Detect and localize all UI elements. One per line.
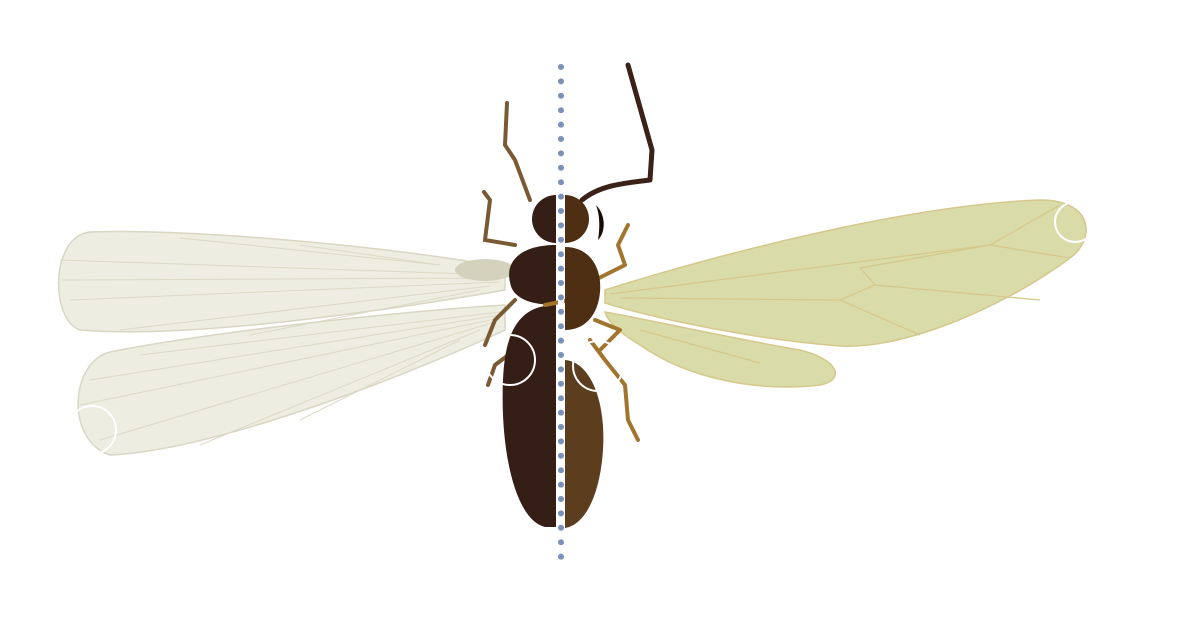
termite-wing-scale bbox=[455, 259, 515, 281]
termite-wing-veins bbox=[59, 237, 501, 446]
termite-lower-wing bbox=[77, 304, 506, 456]
ant-antenna bbox=[579, 62, 655, 203]
termite-head bbox=[532, 195, 556, 243]
ant-upper-wing bbox=[604, 199, 1087, 347]
ant-thorax bbox=[565, 247, 601, 330]
termite-wings bbox=[57, 230, 515, 456]
termite-abdomen bbox=[502, 305, 556, 527]
ant-head bbox=[565, 195, 589, 243]
termite-thorax bbox=[509, 245, 556, 305]
ant-body bbox=[565, 195, 604, 528]
ant-abdomen bbox=[565, 360, 604, 528]
highlight-circles bbox=[67, 201, 1096, 455]
ant-wing-veins bbox=[609, 204, 1071, 364]
ant-eye bbox=[596, 205, 604, 240]
ant-lower-wing bbox=[603, 311, 837, 388]
termite-body bbox=[502, 195, 556, 527]
ant-wings bbox=[603, 199, 1087, 388]
